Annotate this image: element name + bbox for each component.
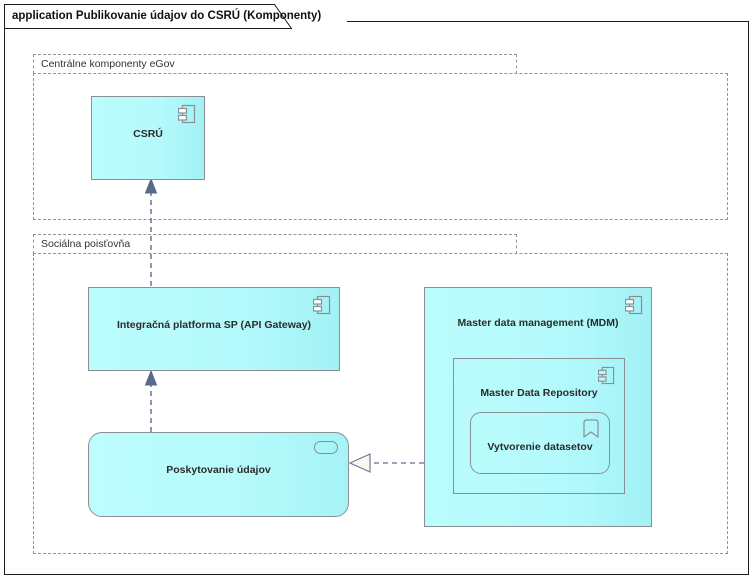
group-socialna-poistovna-tab	[33, 234, 517, 254]
application-service-oval-icon	[314, 441, 338, 454]
group-socialna-poistovna[interactable]: Sociálna poisťovňa	[33, 234, 728, 554]
uml-component-icon	[178, 104, 196, 124]
frame-title-tab-shape	[4, 4, 292, 29]
group-centralne-komponenty-egov-tab	[33, 54, 517, 74]
node-vytvorenie-datasetov-label: Vytvorenie datasetov	[487, 441, 593, 453]
group-centralne-komponenty-egov-body	[33, 73, 728, 220]
node-integracna-platforma[interactable]: Integračná platforma SP (API Gateway)	[88, 287, 340, 371]
frame-title-label: application Publikovanie údajov do CSRÚ …	[12, 10, 322, 22]
node-integracna-platforma-label: Integračná platforma SP (API Gateway)	[116, 319, 312, 331]
uml-component-icon	[598, 366, 616, 386]
frame-title-tab: application Publikovanie údajov do CSRÚ …	[4, 4, 348, 29]
node-csru[interactable]: CSRÚ	[91, 96, 205, 180]
node-master-data-repository[interactable]: Master Data Repository Vytvorenie datase…	[453, 358, 625, 494]
node-master-data-repository-label: Master Data Repository	[480, 387, 598, 399]
group-centralne-komponenty-egov[interactable]: Centrálne komponenty eGov	[33, 54, 728, 220]
diagram-frame-border	[4, 21, 749, 575]
node-mdm-label: Master data management (MDM)	[457, 317, 619, 329]
node-vytvorenie-datasetov[interactable]: Vytvorenie datasetov	[470, 412, 610, 474]
node-mdm[interactable]: Master data management (MDM) Master Data…	[424, 287, 652, 527]
uml-component-icon	[625, 295, 643, 315]
group-socialna-poistovna-label: Sociálna poisťovňa	[41, 238, 131, 250]
group-socialna-poistovna-body	[33, 253, 728, 554]
node-poskytovanie-udajov-label: Poskytovanie údajov	[166, 464, 271, 476]
uml-component-icon	[313, 295, 331, 315]
bookmark-icon	[583, 419, 599, 438]
node-csru-label: CSRÚ	[133, 128, 163, 140]
node-poskytovanie-udajov[interactable]: Poskytovanie údajov	[88, 432, 349, 517]
group-centralne-komponenty-egov-label: Centrálne komponenty eGov	[41, 58, 175, 70]
